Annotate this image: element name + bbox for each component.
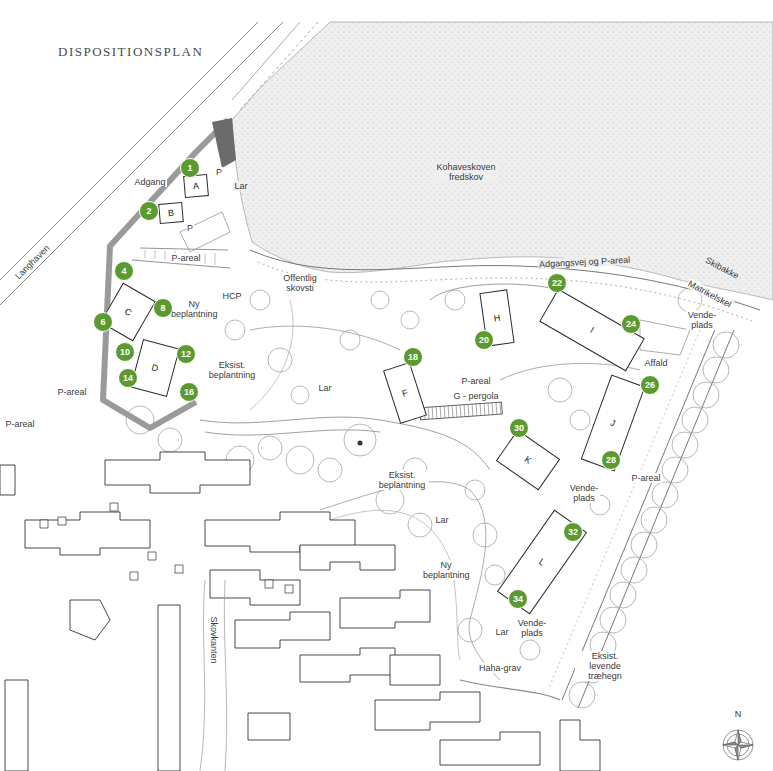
callout-number: 24 bbox=[621, 314, 641, 334]
callout-number: 18 bbox=[403, 347, 423, 367]
callout-number: 2 bbox=[139, 201, 159, 221]
callout-text: 26 bbox=[645, 380, 655, 390]
map-label: Eksist. beplantning bbox=[205, 360, 259, 380]
map-label: Eksist. levende træhegn bbox=[575, 651, 635, 681]
callout-text: 24 bbox=[626, 319, 636, 329]
callout-number: 12 bbox=[176, 344, 196, 364]
map-label: Affald bbox=[644, 358, 669, 368]
callout-text: 22 bbox=[552, 278, 562, 288]
callout-number: 10 bbox=[115, 342, 135, 362]
callout-number: 14 bbox=[118, 368, 138, 388]
callout-text: 2 bbox=[146, 206, 151, 216]
callout-text: 4 bbox=[121, 266, 126, 276]
callout-text: 20 bbox=[479, 335, 489, 345]
callout-text: 32 bbox=[568, 527, 578, 537]
map-label: P-areal bbox=[170, 253, 201, 263]
callout-text: 34 bbox=[513, 594, 523, 604]
callout-number: 6 bbox=[93, 312, 113, 332]
callout-number: 22 bbox=[547, 273, 567, 293]
callout-number: 1 bbox=[180, 158, 200, 178]
plan-title: DISPOSITIONSPLAN bbox=[58, 44, 203, 60]
building-letter: D bbox=[151, 362, 160, 373]
callout-text: 28 bbox=[606, 455, 616, 465]
map-label: P-areal bbox=[630, 473, 661, 483]
building-letter: L bbox=[537, 556, 547, 567]
callout-text: 12 bbox=[181, 349, 191, 359]
callout-number: 20 bbox=[474, 330, 494, 350]
callout-text: 1 bbox=[187, 163, 192, 173]
callout-number: 26 bbox=[640, 375, 660, 395]
building-outline: B bbox=[158, 202, 184, 224]
map-label: Lar bbox=[233, 181, 248, 191]
building-letter: F bbox=[401, 387, 409, 398]
callout-number: 28 bbox=[601, 450, 621, 470]
map-marker-text: P bbox=[215, 167, 223, 177]
callout-text: 18 bbox=[408, 352, 418, 362]
map-label: Eksist. beplantning bbox=[375, 470, 429, 490]
building-letter: K bbox=[523, 454, 534, 466]
callout-number: 4 bbox=[114, 261, 134, 281]
callout-text: 16 bbox=[184, 387, 194, 397]
map-label: Vende- plads bbox=[568, 483, 600, 503]
map-label: Vende- plads bbox=[686, 310, 718, 330]
map-label: G - pergola bbox=[452, 391, 499, 401]
map-label: P-areal bbox=[4, 419, 35, 429]
callout-text: 8 bbox=[160, 303, 165, 313]
building-letter: B bbox=[168, 208, 175, 218]
map-label: P-areal bbox=[56, 387, 87, 397]
map-label: P-areal bbox=[460, 376, 491, 386]
map-marker-text: P bbox=[186, 223, 194, 233]
map-label: HCP bbox=[221, 291, 242, 301]
building-letter: I bbox=[588, 325, 595, 335]
building-letter: A bbox=[193, 181, 200, 191]
building-letter: H bbox=[493, 313, 501, 324]
map-label: Kohaveskoven fredskov bbox=[434, 162, 498, 182]
callout-text: 14 bbox=[123, 373, 133, 383]
map-label: Haha-grav bbox=[478, 663, 522, 673]
callout-number: 30 bbox=[509, 418, 529, 438]
map-label: Adgang bbox=[133, 177, 166, 187]
map-label: Skovkanten bbox=[209, 615, 219, 664]
callout-number: 16 bbox=[179, 382, 199, 402]
building-letter: C bbox=[123, 306, 134, 318]
callout-number: 34 bbox=[508, 589, 528, 609]
callout-text: 30 bbox=[514, 423, 524, 433]
map-label: Lar bbox=[317, 383, 332, 393]
map-label: Offentlig skovsti bbox=[277, 273, 323, 293]
callout-text: 10 bbox=[120, 347, 130, 357]
callout-number: 8 bbox=[153, 298, 173, 318]
map-label: Lar bbox=[434, 515, 449, 525]
map-label: Ny beplantning bbox=[170, 299, 218, 319]
map-label: Lar bbox=[494, 627, 509, 637]
map-label: Ny beplantning bbox=[422, 560, 470, 580]
callout-text: 6 bbox=[100, 317, 105, 327]
map-marker-text: N bbox=[734, 709, 743, 719]
building-letter: J bbox=[609, 418, 617, 429]
map-label: Vende- plads bbox=[516, 618, 548, 638]
callout-number: 32 bbox=[563, 522, 583, 542]
